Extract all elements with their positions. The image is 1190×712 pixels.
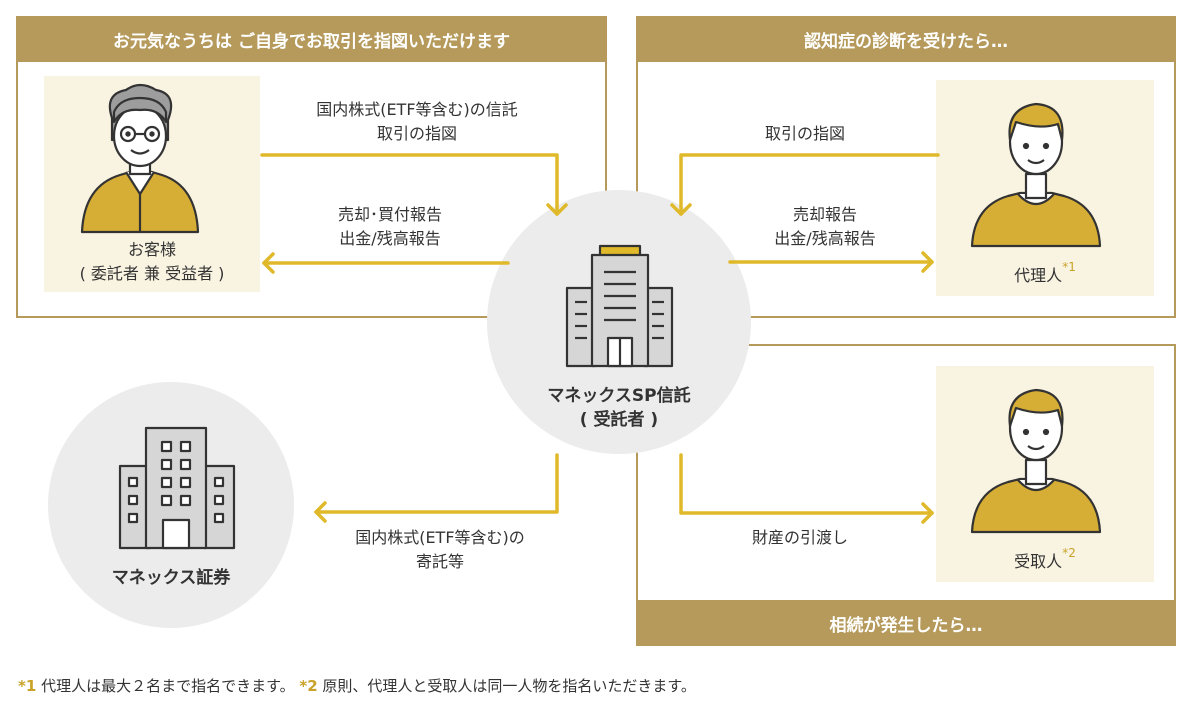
securities-label: マネックス証券 xyxy=(48,566,294,590)
instruction-arrow xyxy=(260,153,568,216)
agent-instruction-label: 取引の指図 xyxy=(720,122,890,146)
recipient-name: 受取人*2 xyxy=(936,546,1154,572)
report-label-line1: 売却･買付報告 xyxy=(337,205,442,224)
footnote-mark-1: *1 xyxy=(18,677,37,695)
custody-label: 国内株式(ETF等含む)の 寄託等 xyxy=(320,526,560,574)
agent-footnote-mark: *1 xyxy=(1062,260,1076,274)
agent-icon xyxy=(970,102,1102,248)
transfer-label: 財産の引渡し xyxy=(715,526,885,550)
report-arrow xyxy=(262,252,510,274)
custody-arrow xyxy=(314,453,559,523)
instruction-label-line2: 取引の指図 xyxy=(376,124,457,143)
customer-icon xyxy=(80,83,200,234)
custody-label-line1: 国内株式(ETF等含む)の xyxy=(355,528,525,547)
agent-report-label-line1: 売却報告 xyxy=(792,205,857,224)
inheritance-panel-footer: 相続が発生したら… xyxy=(636,600,1176,646)
recipient-icon xyxy=(970,388,1102,534)
report-label: 売却･買付報告 出金/残高報告 xyxy=(300,203,480,251)
custody-label-line2: 寄託等 xyxy=(415,552,464,571)
instruction-label-line1: 国内株式(ETF等含む)の信託 xyxy=(316,100,518,119)
trust-label: マネックスSP信託 ( 受託者 ) xyxy=(487,384,751,432)
customer-name-line1: お客様 xyxy=(127,240,176,259)
footnote-mark-2: *2 xyxy=(299,677,318,695)
recipient-name-text: 受取人 xyxy=(1014,552,1063,571)
footnote: *1 代理人は最大２名まで指名できます。 *2 原則、代理人と受取人は同一人物を… xyxy=(18,675,696,696)
transfer-label-text: 財産の引渡し xyxy=(751,528,848,547)
agent-name: 代理人*1 xyxy=(936,260,1154,286)
agent-report-label-line2: 出金/残高報告 xyxy=(774,229,876,248)
recipient-footnote-mark: *2 xyxy=(1062,546,1076,560)
instruction-label: 国内株式(ETF等含む)の信託 取引の指図 xyxy=(272,98,562,146)
agent-instruction-arrow xyxy=(670,153,940,216)
securities-name: マネックス証券 xyxy=(111,568,231,588)
customer-panel-header: お元気なうちは ご自身でお取引を指図いただけます xyxy=(16,16,607,62)
agent-report-arrow xyxy=(728,251,934,273)
agent-name-text: 代理人 xyxy=(1014,266,1063,285)
report-label-line2: 出金/残高報告 xyxy=(339,229,441,248)
agent-instruction-label-text: 取引の指図 xyxy=(764,124,845,143)
trust-role: ( 受託者 ) xyxy=(579,410,659,430)
footnote-text-1: 代理人は最大２名まで指名できます。 xyxy=(41,677,295,695)
customer-name: お客様 ( 委託者 兼 受益者 ) xyxy=(44,238,260,286)
trust-building-icon xyxy=(565,244,674,368)
transfer-arrow xyxy=(679,453,934,524)
dementia-panel-header: 認知症の診断を受けたら… xyxy=(636,16,1176,62)
securities-building-icon xyxy=(118,426,236,550)
agent-report-label: 売却報告 出金/残高報告 xyxy=(740,203,910,251)
customer-name-line2: ( 委託者 兼 受益者 ) xyxy=(79,264,225,283)
trust-name: マネックスSP信託 xyxy=(547,386,691,406)
footnote-text-2: 原則、代理人と受取人は同一人物を指名いただきます。 xyxy=(322,677,696,695)
